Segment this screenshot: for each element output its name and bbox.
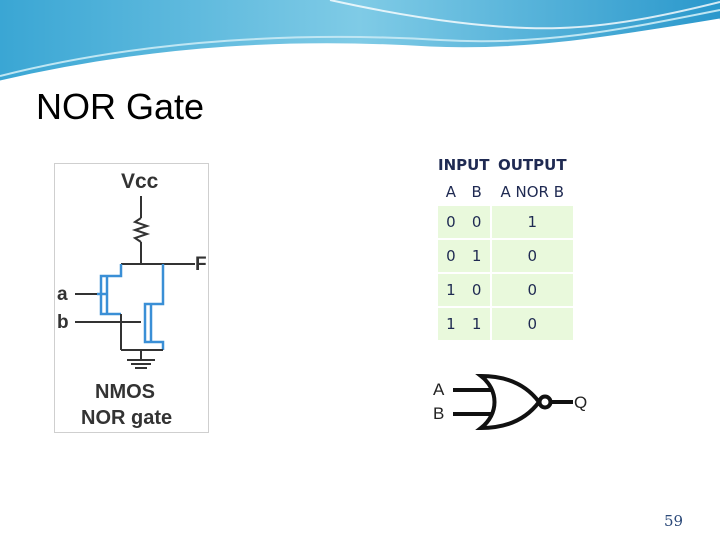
gate-input-b-label: B: [433, 404, 444, 423]
caption-line2: NOR gate: [81, 407, 172, 429]
header-wave-banner: [0, 0, 720, 84]
gate-output-q-label: Q: [574, 393, 587, 412]
input-b-label: b: [57, 312, 69, 333]
output-f-label: F: [195, 254, 207, 275]
output-header: OUTPUT: [489, 152, 573, 178]
table-row: 0 0 1: [438, 206, 573, 240]
cell-b: 1: [463, 239, 491, 274]
col-a-header: A: [438, 178, 464, 206]
cell-out: 0: [489, 239, 573, 274]
table-row: 1 1 0: [438, 307, 573, 342]
input-a-label: a: [57, 284, 68, 305]
table-row: 0 1 0: [438, 239, 573, 274]
truth-table: INPUT OUTPUT A B A NOR B 0 0 1 0 1 0 1 0…: [438, 152, 573, 342]
cell-out: 1: [489, 206, 573, 240]
cell-b: 1: [463, 307, 491, 342]
slide-title: NOR Gate: [36, 86, 205, 127]
cell-a: 1: [438, 273, 464, 308]
cell-b: 0: [463, 206, 491, 240]
nor-gate-body: [453, 373, 573, 431]
slide-page-number: 59: [664, 512, 684, 530]
transistor-b: [143, 264, 165, 350]
nmos-nor-circuit-diagram: Vcc F a b NMOS: [54, 163, 209, 433]
caption-line1: NMOS: [95, 381, 155, 403]
transistor-a: [97, 264, 123, 316]
vcc-label: Vcc: [121, 170, 159, 193]
nor-gate-symbol: A B Q: [423, 354, 591, 450]
ground-wiring: [75, 293, 163, 369]
col-out-header: A NOR B: [489, 178, 573, 206]
cell-a: 0: [438, 239, 464, 274]
cell-a: 1: [438, 307, 464, 342]
cell-b: 0: [463, 273, 491, 308]
table-row: 1 0 0: [438, 273, 573, 308]
input-header: INPUT: [438, 152, 491, 178]
cell-out: 0: [489, 273, 573, 308]
cell-a: 0: [438, 206, 464, 240]
resistor-symbol: [121, 196, 195, 265]
col-b-header: B: [463, 178, 491, 206]
gate-input-a-label: A: [433, 380, 445, 399]
cell-out: 0: [489, 307, 573, 342]
